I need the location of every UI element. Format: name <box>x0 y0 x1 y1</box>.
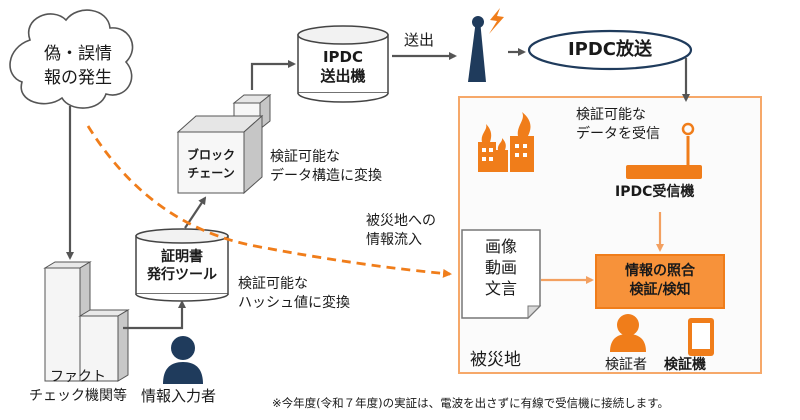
cert-tool-cylinder <box>135 228 229 302</box>
disaster-area-label: 被災地 <box>470 350 521 370</box>
phone-caption: 検証機 <box>664 357 706 373</box>
burning-buildings-icon <box>478 112 534 172</box>
ipdc-broadcast-ellipse <box>527 29 693 71</box>
ipdc-transmitter-cylinder <box>297 25 389 103</box>
person-icon <box>163 336 203 384</box>
receiver-device-icon <box>626 122 702 179</box>
blockchain-label: ブロックチェーン <box>186 148 235 180</box>
factcheck-building <box>43 261 130 382</box>
misinfo-label: 偽・誤情報の発生 <box>44 44 112 88</box>
factcheck-label: ファクトチェック機関等 <box>29 369 127 404</box>
footnote: ※今年度(令和７年度)の実証は、電波を出さずに有線で受信機に接続します。 <box>272 396 669 410</box>
input-person-label: 情報入力者 <box>141 387 217 405</box>
flow-arrows <box>66 48 690 330</box>
broadcast-label: IPDC放送 <box>567 39 653 60</box>
verifier-person-icon <box>610 314 646 352</box>
phone-icon <box>688 318 714 356</box>
verify-box <box>595 254 725 309</box>
misinfo-cloud <box>9 9 134 109</box>
structure-note: 検証可能なデータ構造に変換 <box>270 149 382 184</box>
media-document <box>461 229 542 320</box>
cert-tool-label: 証明書発行ツール <box>147 249 217 283</box>
receive-note: 検証可能なデータを受信 <box>576 107 660 142</box>
send-label: 送出 <box>404 31 435 49</box>
inflow-dashed-arrow <box>86 125 452 278</box>
receiver-label: IPDC受信機 <box>615 184 695 200</box>
hash-note: 検証可能なハッシュ値に変換 <box>238 276 350 311</box>
verify-box-label: 情報の照合検証/検知 <box>625 263 695 298</box>
media-label: 画像動画文言 <box>484 237 517 298</box>
verifier-label: 検証者 <box>605 357 647 373</box>
inflow-note: 被災地への情報流入 <box>366 213 436 248</box>
antenna-tower-icon <box>468 8 504 82</box>
blockchain-cubes <box>176 93 272 195</box>
